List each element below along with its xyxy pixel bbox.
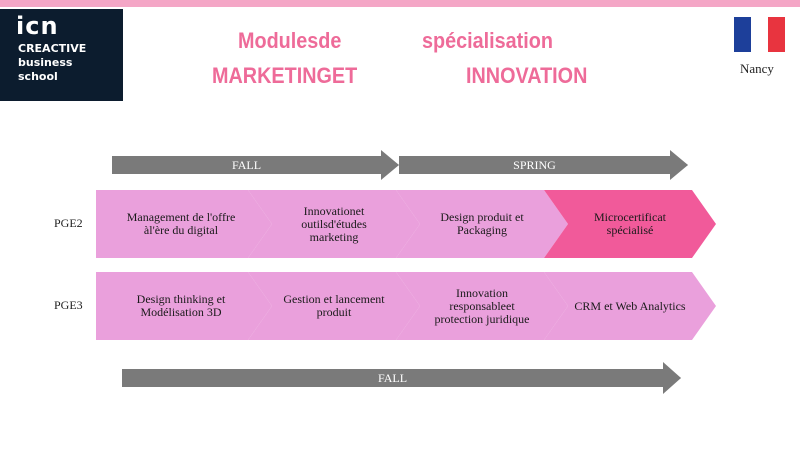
timeline-arrowhead-fall [381,150,399,180]
logo-text-school: school [18,70,58,83]
timeline-arrowhead-fall-bottom [663,362,681,394]
timeline-arrow-spring: SPRING [399,156,688,174]
school-logo: icn CREACTIVE business school [0,9,123,101]
flag-stripe-white [751,17,768,52]
module-card: Design produit et Packaging [396,190,568,258]
module-text: Design produit et Packaging [440,210,524,237]
module-text: CRM et Web Analytics [574,298,686,313]
module-text: Design thinking et Modélisation 3D [136,292,226,319]
title-line1-right: spécialisation [422,28,553,53]
timeline-label-spring: SPRING [513,157,556,172]
module-text: Innovation responsableet protection juri… [434,285,530,326]
row-label-pge3: PGE3 [54,298,83,312]
title-line1-left: Modulesde [238,28,342,53]
module-text: Management de l'offre àl'ère du digital [126,210,236,237]
module-card: Innovationet outilsd'études marketing [248,190,420,258]
timeline-label-fall-bottom: FALL [377,370,408,385]
module-card-highlighted: Microcertificat spécialisé [544,190,716,258]
module-text: Microcertificat spécialisé [594,210,666,237]
module-card: Management de l'offre àl'ère du digital [96,190,272,258]
french-flag-icon [734,17,785,52]
location-label: Nancy [740,61,774,76]
module-card: Gestion et lancement produit [248,272,420,340]
title-line2-left: MARKETINGET [212,63,358,88]
module-card: CRM et Web Analytics [544,272,716,340]
logo-text-icn: icn [16,12,59,40]
timeline-arrowhead-spring [670,150,688,180]
top-accent-bar [0,0,800,7]
timeline-arrow-fall: FALL [112,156,399,174]
logo-text-business: business [18,56,73,69]
module-card: Innovation responsableet protection juri… [396,272,568,340]
module-text: Innovationet outilsd'études marketing [301,203,367,244]
module-text: Gestion et lancement produit [283,292,385,319]
logo-text-creactive: CREACTIVE [18,42,87,55]
row-label-pge2: PGE2 [54,216,83,230]
flag-stripe-blue [734,17,751,52]
flag-stripe-red [768,17,785,52]
module-card: Design thinking et Modélisation 3D [96,272,272,340]
title-line2-right: INNOVATION [466,63,588,88]
timeline-label-fall: FALL [231,157,262,172]
timeline-arrow-fall-bottom: FALL [122,369,681,387]
